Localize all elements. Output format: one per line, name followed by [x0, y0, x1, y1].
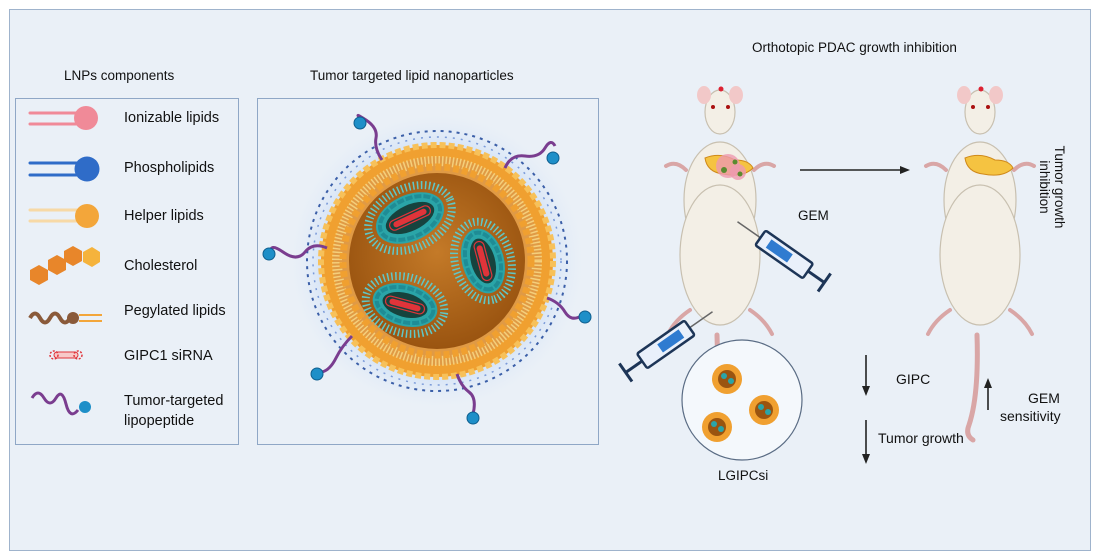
- phospholipid-icon: [28, 156, 100, 182]
- mini-nanoparticle-icon: [749, 395, 779, 425]
- gem-label: GEM: [798, 208, 829, 223]
- nanoparticle-title: Tumor targeted lipid nanoparticles: [310, 68, 514, 83]
- component-label-lipopeptide-2: lipopeptide: [124, 413, 195, 429]
- ionizable-lipid-icon: [28, 106, 98, 130]
- nanoparticle-illustration: [262, 111, 592, 425]
- component-label-pegylated: Pegylated lipids: [124, 303, 226, 319]
- pancreas-icon: [964, 154, 1014, 176]
- sirna-complex-2: [450, 217, 516, 305]
- component-label-sirna: GIPC1 siRNA: [124, 348, 213, 364]
- vertical-label-line-2: inhibition: [1037, 160, 1052, 214]
- vertical-label-line-1: Tumor growth: [1052, 145, 1067, 229]
- component-label-helper: Helper lipids: [124, 208, 204, 224]
- mouse-treated-icon: [664, 86, 776, 443]
- lipopeptide-heads: [262, 116, 592, 425]
- component-label-ionizable: Ionizable lipids: [124, 110, 220, 126]
- cholesterol-icon: [30, 246, 100, 285]
- mini-nanoparticle-icon: [702, 412, 732, 442]
- pancreas-tumor-icon: [704, 154, 754, 180]
- gipc-label: GIPC: [896, 371, 931, 387]
- arrow-up-gem-sensitivity-icon: [984, 378, 992, 410]
- gem-sensitivity-label-2: sensitivity: [1000, 408, 1061, 424]
- tumor-growth-label: Tumor growth: [878, 430, 964, 446]
- lgipcsi-label: LGIPCsi: [718, 468, 769, 483]
- component-label-phospholipids: Phospholipids: [124, 160, 215, 176]
- arrow-down-gipc-icon: [862, 355, 870, 396]
- lgipcsi-circle-icon: [681, 339, 803, 461]
- component-label-lipopeptide: Tumor-targeted: [124, 393, 224, 409]
- components-title: LNPs components: [64, 68, 175, 83]
- syringe-lgipcsi-icon: [618, 311, 713, 383]
- syringe-gem-icon: [737, 221, 832, 293]
- gem-sensitivity-label-1: GEM: [1028, 390, 1060, 406]
- components-icons: [28, 106, 102, 416]
- inhibition-title: Orthotopic PDAC growth inhibition: [752, 40, 957, 55]
- peg-chains: [306, 130, 568, 392]
- sirna-icon: [49, 350, 83, 360]
- pegylated-lipid-icon: [28, 311, 102, 325]
- arrow-down-tumor-growth-icon: [862, 420, 870, 464]
- helper-lipid-icon: [28, 204, 99, 228]
- mouse-result-icon: [924, 86, 1036, 443]
- in-vivo-illustration: [618, 86, 1036, 464]
- lipopeptide-chains: [269, 113, 582, 415]
- mini-nanoparticle-icon: [712, 364, 742, 394]
- lipopeptide-icon: [30, 391, 91, 416]
- component-label-cholesterol: Cholesterol: [124, 258, 198, 274]
